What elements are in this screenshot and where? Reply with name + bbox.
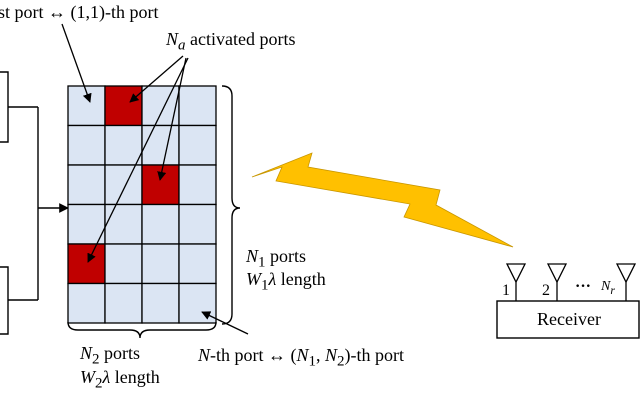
port-cell xyxy=(178,124,217,166)
port-cell xyxy=(178,203,217,245)
port-cell xyxy=(178,243,217,285)
activated-arrow-3 xyxy=(87,57,189,263)
port-cell xyxy=(104,282,143,324)
port-cell xyxy=(104,203,143,245)
rx-antenna-1-label: 1 xyxy=(502,282,510,299)
port-cell xyxy=(141,124,180,166)
activated-arrow-2 xyxy=(157,57,187,181)
w1-length-label: W1λ length xyxy=(246,269,326,294)
port-cell xyxy=(178,164,217,206)
rx-antenna-2-label: 2 xyxy=(542,282,550,299)
n2-brace xyxy=(67,321,217,339)
port-cell xyxy=(104,124,143,166)
port-cell xyxy=(141,282,180,324)
rx-antenna-1 xyxy=(505,263,527,301)
first-port-label: st port ↔ (1,1)-th port xyxy=(0,2,159,22)
receiver xyxy=(496,263,640,339)
rx-nr-label: Nr xyxy=(601,279,615,297)
activated-port-cell xyxy=(141,164,180,206)
n1-ports-label: N1 ports xyxy=(246,246,307,271)
first-port-arrow xyxy=(61,23,92,103)
activated-port-cell xyxy=(104,85,143,127)
activated-arrow-1 xyxy=(129,55,184,103)
nth-port-arrow xyxy=(201,311,249,335)
port-cell xyxy=(178,85,217,127)
n2-ports-label: N2 ports xyxy=(80,343,141,368)
w2-length-label: W2λ length xyxy=(80,367,160,392)
wireless-link-bolt xyxy=(251,152,514,248)
port-cell xyxy=(141,203,180,245)
activated-ports-label: Na activated ports xyxy=(166,29,296,54)
nth-port-label: N-th port ↔ (N1, N2)-th port xyxy=(198,345,405,370)
port-cell xyxy=(141,243,180,285)
port-cell xyxy=(67,203,106,245)
receiver-box xyxy=(496,300,640,339)
fluid-antenna-port-grid xyxy=(67,85,217,324)
port-cell xyxy=(67,124,106,166)
feed-network xyxy=(0,71,69,335)
port-cell xyxy=(67,164,106,206)
rx-antenna-2 xyxy=(546,263,568,301)
port-cell xyxy=(178,282,217,324)
annotation-arrows xyxy=(61,23,249,335)
rx-dots: ··· xyxy=(575,278,592,295)
receiver-label: Receiver xyxy=(537,309,601,329)
rx-antenna-nr xyxy=(615,263,637,301)
port-cell xyxy=(104,243,143,285)
port-cell xyxy=(67,282,106,324)
port-cell xyxy=(104,164,143,206)
activated-port-cell xyxy=(67,243,106,285)
n1-brace xyxy=(221,85,241,325)
